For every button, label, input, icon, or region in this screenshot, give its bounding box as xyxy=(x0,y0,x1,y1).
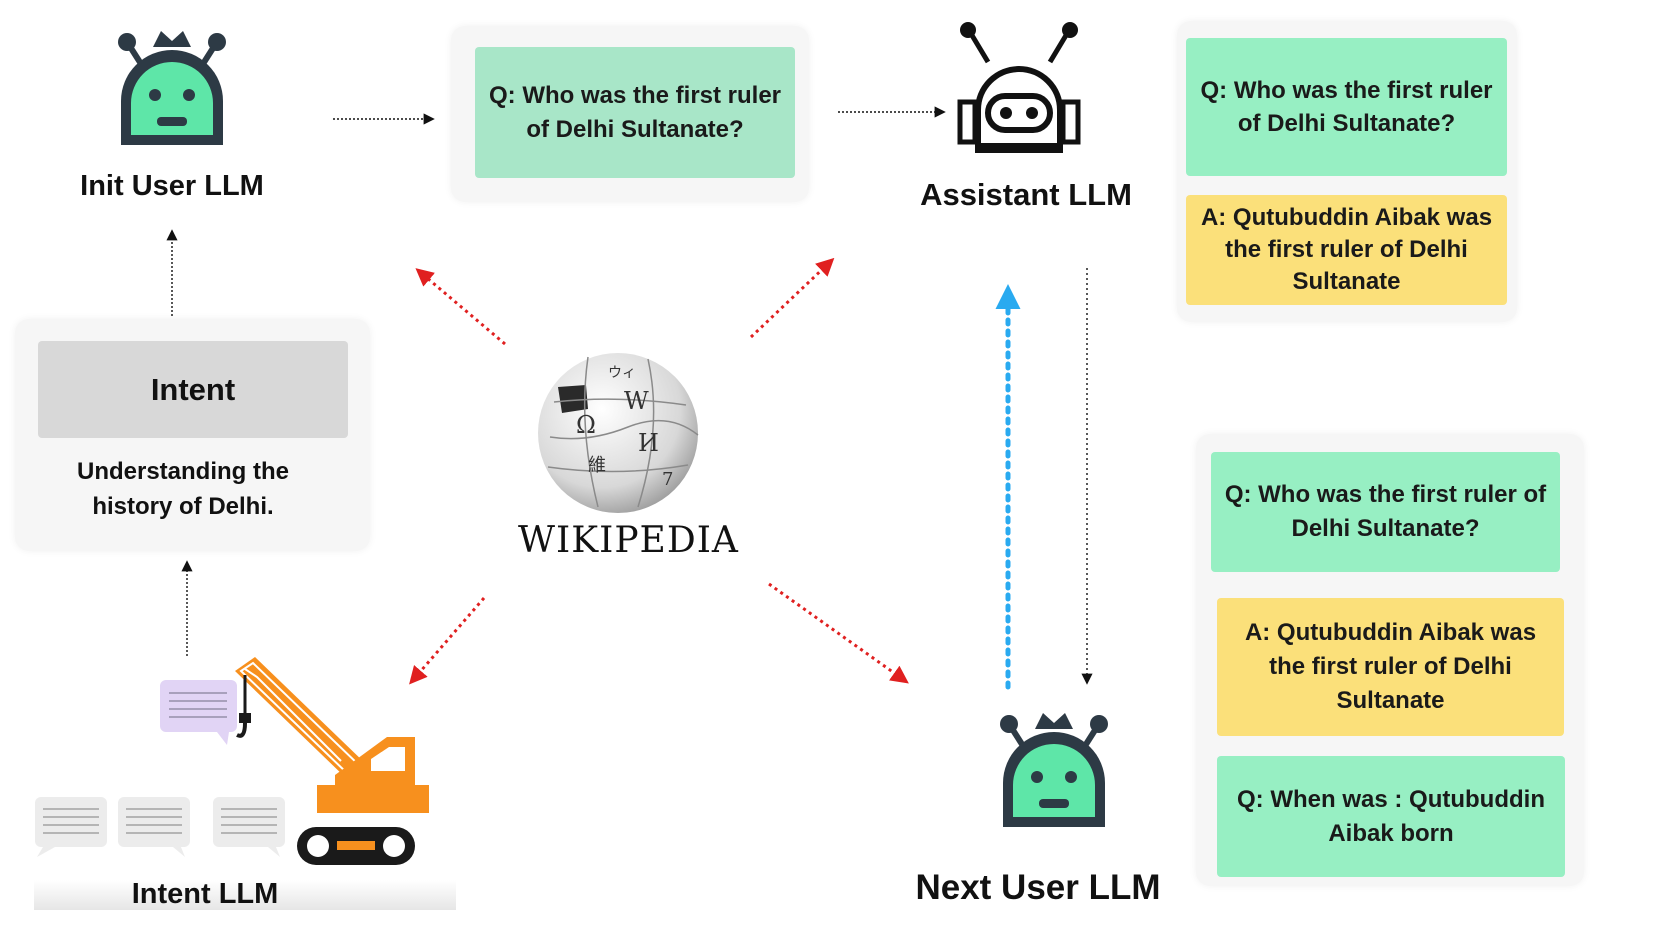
init-user-llm-label: Init User LLM xyxy=(80,170,264,202)
user-bot-icon xyxy=(1000,713,1108,827)
arrow-wiki-to-assistant xyxy=(749,257,835,339)
question-card: Q: Who was the first ruler of Delhi Sult… xyxy=(475,47,795,178)
globe-glyph-i: И xyxy=(638,429,659,457)
next-user-llm-label: Next User LLM xyxy=(915,868,1161,907)
chat-bubbles xyxy=(35,797,285,857)
wikipedia-wordmark: WIKIPEDIA xyxy=(518,520,739,561)
globe-glyph-seven: 7 xyxy=(662,469,673,490)
globe-glyph-wi: ウィ xyxy=(608,365,636,381)
intent-llm-label: Intent LLM xyxy=(131,878,279,910)
bottom-right-question-1: Q: Who was the first ruler of Delhi Sult… xyxy=(1211,452,1560,572)
speech-bubble-icon xyxy=(118,797,190,857)
bottom-right-answer-1: A: Qutubuddin Aibak was the first ruler … xyxy=(1217,598,1564,736)
assistant-robot-icon xyxy=(957,22,1081,153)
wikipedia-globe-icon: Ω W И 維 ウィ 7 xyxy=(538,353,699,513)
assistant-llm-label: Assistant LLM xyxy=(920,177,1132,212)
intent-llm-base xyxy=(34,880,456,910)
intent-description: Understanding the history of Delhi. xyxy=(76,458,289,520)
arrow-wiki-to-next xyxy=(768,582,909,684)
bottom-right-question-2: Q: When was : Qutubuddin Aibak born xyxy=(1217,756,1565,877)
arrow-wiki-to-init xyxy=(415,268,506,346)
top-right-answer: A: Qutubuddin Aibak was the first ruler … xyxy=(1186,195,1507,305)
globe-glyph-wei: 維 xyxy=(588,455,606,476)
speech-bubble-icon xyxy=(160,680,237,745)
speech-bubble-icon xyxy=(35,797,107,857)
speech-bubble-icon xyxy=(213,797,285,857)
user-bot-icon xyxy=(118,31,226,145)
globe-glyph-w: W xyxy=(624,387,649,415)
crane-icon xyxy=(160,657,429,865)
globe-glyph-omega: Ω xyxy=(576,411,596,439)
top-right-question: Q: Who was the first ruler of Delhi Sult… xyxy=(1186,38,1507,176)
intent-title: Intent xyxy=(38,341,348,438)
